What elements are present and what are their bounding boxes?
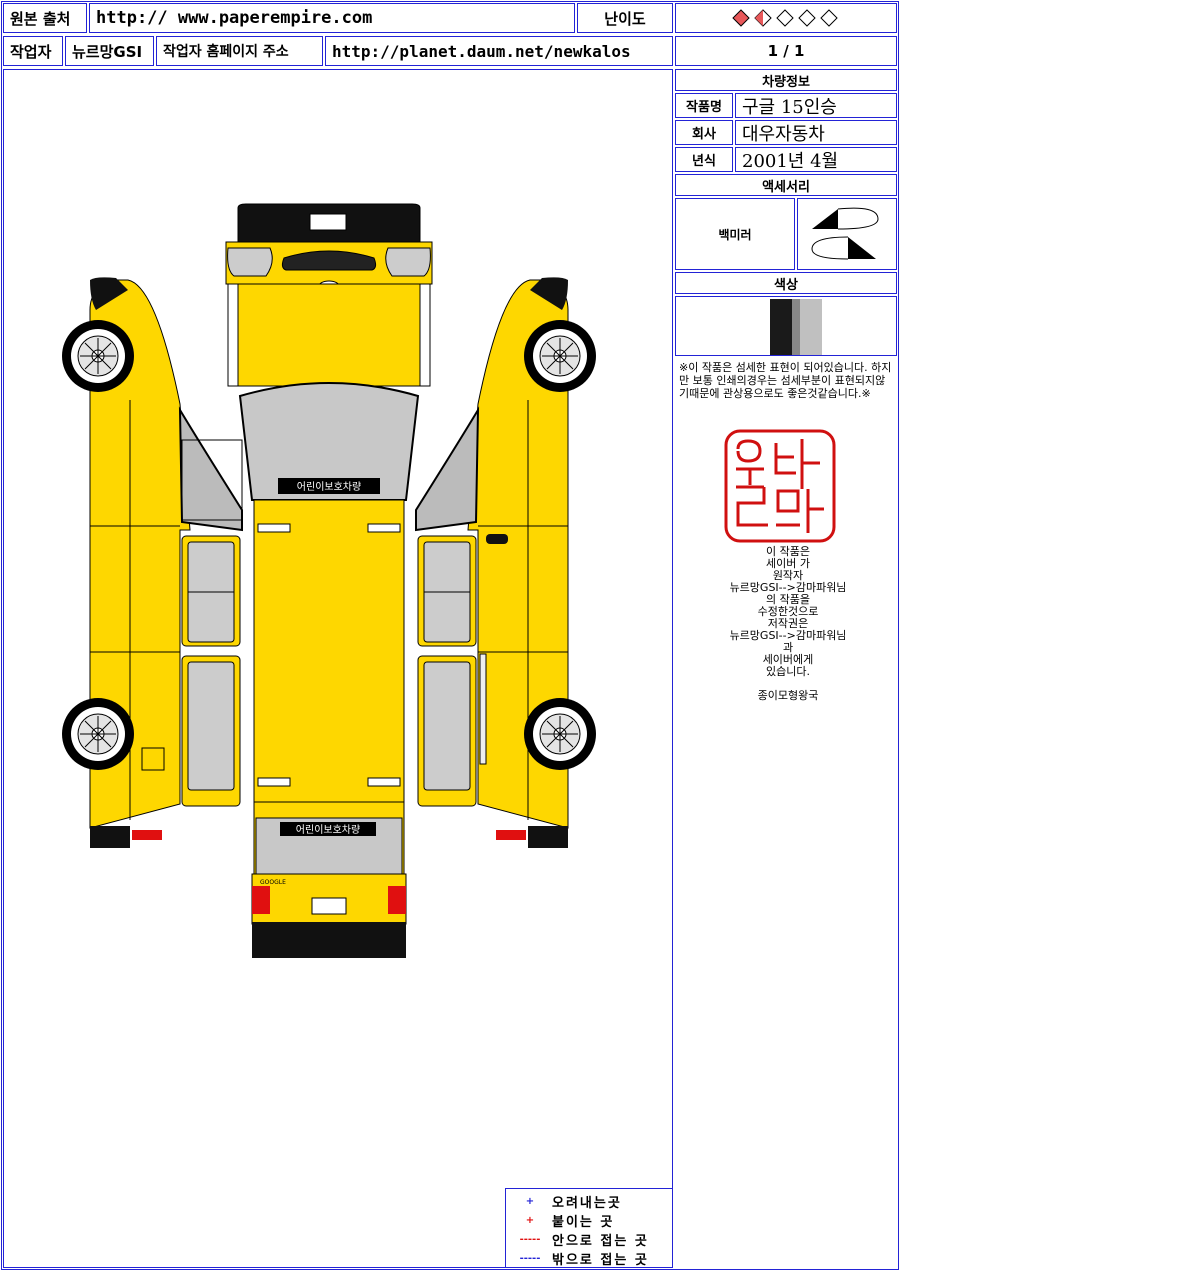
legend-symbol: + bbox=[525, 1196, 535, 1207]
credit-line: 원작자 bbox=[772, 569, 804, 582]
info-value-company-text: 대우자동차 bbox=[742, 123, 825, 145]
accessory-title: 액세서리 bbox=[675, 174, 897, 196]
difficulty-label-text: 난이도 bbox=[604, 9, 646, 28]
credit-line: 이 작품은 bbox=[766, 545, 810, 558]
credit-line: 세이버에게 bbox=[762, 653, 814, 666]
difficulty-diamond bbox=[798, 9, 816, 27]
rear-sign: 어린이보호차량 bbox=[296, 824, 360, 836]
legend-item: + 오려내는곳 bbox=[508, 1192, 622, 1211]
legend-label: 오려내는곳 bbox=[552, 1196, 622, 1211]
legend-item: ----- 밖으로 접는 곳 bbox=[508, 1249, 649, 1268]
info-label-name-text: 작품명 bbox=[686, 100, 722, 115]
credit-line: 뉴르망GSI-->감마파워님 bbox=[729, 629, 847, 642]
legend-label: 붙이는 곳 bbox=[552, 1215, 615, 1230]
color-swatch bbox=[800, 299, 822, 355]
legend-symbol: + bbox=[525, 1215, 535, 1226]
source-label: 원본 출처 bbox=[3, 3, 87, 33]
homepage-label: 작업자 홈페이지 주소 bbox=[156, 36, 323, 66]
info-value-company: 대우자동차 bbox=[735, 120, 897, 145]
vehicle-info-title: 차량정보 bbox=[675, 69, 897, 91]
credit-line: 저작권은 bbox=[767, 617, 809, 630]
author-label: 작업자 bbox=[3, 36, 63, 66]
homepage-label-text: 작업자 홈페이지 주소 bbox=[163, 44, 289, 60]
credit-line: 있습니다. bbox=[766, 665, 810, 678]
difficulty-label: 난이도 bbox=[577, 3, 673, 33]
credit-line: 뉴르망GSI-->감마파워님 bbox=[729, 581, 847, 594]
author-label-text: 작업자 bbox=[10, 42, 52, 61]
source-url-text: http:// www.paperempire.com bbox=[96, 8, 373, 28]
legend-symbol: ----- bbox=[519, 1253, 541, 1264]
homepage-url[interactable]: http://planet.daum.net/newkalos bbox=[325, 36, 673, 66]
legend-item: + 붙이는 곳 bbox=[508, 1211, 614, 1230]
info-label-year-text: 년식 bbox=[692, 154, 716, 169]
info-value-year: 2001년 4월 bbox=[735, 147, 897, 172]
accessory-title-text: 액세서리 bbox=[762, 179, 810, 195]
difficulty-rating bbox=[675, 3, 897, 33]
vehicle-info-title-text: 차량정보 bbox=[762, 74, 810, 90]
info-label-company-text: 회사 bbox=[692, 127, 716, 142]
color-title-text: 색상 bbox=[774, 277, 798, 293]
info-label-company: 회사 bbox=[675, 120, 733, 145]
page-count: 1 / 1 bbox=[675, 36, 897, 66]
color-swatch bbox=[792, 299, 800, 355]
info-label-year: 년식 bbox=[675, 147, 733, 172]
credit-line: 과 bbox=[782, 641, 794, 654]
author-name: 뉴르망GSI bbox=[65, 36, 154, 66]
page-count-text: 1 / 1 bbox=[767, 42, 805, 60]
credit-line: 세이버 가 bbox=[766, 557, 810, 570]
accessory-item: 백미러 bbox=[675, 198, 795, 270]
bus-paper-model: 어린이보호차량 어린이보호차량 GOOGLE bbox=[61, 203, 597, 958]
difficulty-diamond bbox=[732, 9, 750, 27]
difficulty-diamonds bbox=[732, 9, 838, 27]
credit-line: 수정한것으로 bbox=[757, 605, 819, 618]
credit-line: 의 작품을 bbox=[766, 593, 810, 606]
legend-label: 밖으로 접는 곳 bbox=[552, 1253, 649, 1268]
model-area bbox=[3, 69, 673, 1268]
homepage-url-text: http://planet.daum.net/newkalos bbox=[332, 41, 631, 61]
credit-line: 종이모형왕국 bbox=[757, 689, 819, 702]
difficulty-half-diamond bbox=[755, 10, 763, 26]
mirror-parts bbox=[797, 198, 897, 270]
legend-symbol: ----- bbox=[519, 1234, 541, 1245]
source-label-text: 원본 출처 bbox=[10, 9, 71, 28]
color-title: 색상 bbox=[675, 272, 897, 294]
legend-item: ----- 안으로 접는 곳 bbox=[508, 1230, 649, 1249]
info-value-year-text: 2001년 4월 bbox=[742, 150, 839, 172]
difficulty-diamond bbox=[776, 9, 794, 27]
info-value-name-text: 구글 15인승 bbox=[742, 96, 837, 118]
color-swatches bbox=[675, 296, 897, 356]
legend-box bbox=[505, 1188, 673, 1268]
seal-stamp bbox=[724, 429, 836, 543]
page-frame bbox=[1, 1, 899, 1270]
accessory-item-text: 백미러 bbox=[718, 227, 752, 242]
info-label-name: 작품명 bbox=[675, 93, 733, 118]
notice-text: ※이 작품은 섬세한 표현이 되어있습니다. 하지만 보통 인쇄의경우는 섬세부… bbox=[679, 361, 892, 400]
legend-label: 안으로 접는 곳 bbox=[552, 1234, 649, 1249]
source-url[interactable]: http:// www.paperempire.com bbox=[89, 3, 575, 33]
swatch-strip bbox=[770, 299, 822, 355]
mirror-part-icon bbox=[811, 207, 879, 260]
info-value-name: 구글 15인승 bbox=[735, 93, 897, 118]
difficulty-diamond bbox=[820, 9, 838, 27]
rear-badge: GOOGLE bbox=[260, 879, 286, 886]
author-name-text: 뉴르망GSI bbox=[72, 42, 143, 61]
color-swatch bbox=[770, 299, 792, 355]
front-sign: 어린이보호차량 bbox=[297, 481, 361, 493]
